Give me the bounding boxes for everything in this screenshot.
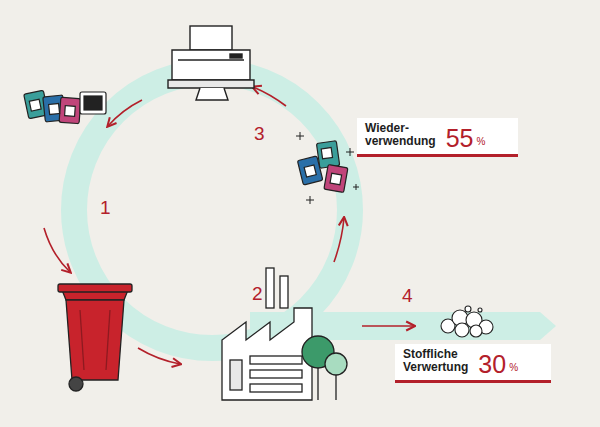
result-box: Wieder- verwendung 55% xyxy=(357,118,518,157)
sparkles xyxy=(296,132,359,204)
factory-icon xyxy=(335,375,336,400)
waste-bin xyxy=(69,377,83,391)
factory-icon xyxy=(325,353,347,375)
material-pile xyxy=(465,306,471,312)
material-pile xyxy=(455,323,469,337)
result-label: Stoffliche Verwertung xyxy=(403,348,468,377)
factory-icon xyxy=(250,384,302,392)
flow-arrows xyxy=(44,228,70,272)
percent-sign: % xyxy=(477,136,486,151)
factory-icon xyxy=(230,360,242,390)
flow-arrows xyxy=(138,348,180,364)
flow-arrows xyxy=(108,100,142,126)
percent-value: 55 xyxy=(446,125,474,151)
cartridges-right xyxy=(304,165,316,177)
waste-bin xyxy=(66,300,124,380)
callout-number: 1 xyxy=(100,198,111,218)
result-box: Stoffliche Verwertung 30% xyxy=(395,344,551,383)
cartridges-right xyxy=(330,173,342,185)
material-pile xyxy=(441,306,493,337)
material-pile xyxy=(470,325,482,337)
flow-arrows xyxy=(362,325,414,327)
printer-icon xyxy=(178,59,244,60)
flow-arrows xyxy=(253,87,286,106)
cartridges-right xyxy=(297,141,348,193)
result-label: Wieder- verwendung xyxy=(365,122,436,151)
printer-icon xyxy=(172,50,250,80)
callout-number: 3 xyxy=(254,124,265,144)
factory-icon xyxy=(222,308,312,400)
waste-bin xyxy=(80,310,84,370)
factory-icon xyxy=(280,276,288,308)
factory-icon xyxy=(250,356,302,364)
sparkles xyxy=(306,196,314,204)
printer-icon xyxy=(168,26,254,100)
sparkles xyxy=(346,148,354,156)
cartridges-right xyxy=(316,141,339,169)
percent-sign: % xyxy=(509,362,518,377)
sparkles xyxy=(353,184,359,190)
cartridges-left xyxy=(65,106,76,117)
printer-icon xyxy=(168,80,254,88)
cartridges-right xyxy=(324,164,348,192)
material-pile xyxy=(478,308,482,312)
flow-arrows xyxy=(334,218,344,262)
cartridges-left xyxy=(84,96,102,110)
waste-bin xyxy=(58,284,132,391)
waste-bin xyxy=(106,310,110,370)
cartridges-right xyxy=(297,156,322,185)
cartridges-left xyxy=(59,97,81,123)
cartridges-left xyxy=(80,92,106,114)
factory-icon xyxy=(250,370,302,378)
sparkles xyxy=(296,132,304,140)
percent-value: 30 xyxy=(478,351,506,377)
cartridges-left xyxy=(29,99,41,111)
cartridges-left xyxy=(24,90,106,123)
printer-icon xyxy=(196,88,228,100)
factory-icon xyxy=(266,268,274,308)
factory-icon xyxy=(317,368,318,400)
waste-bin xyxy=(58,284,132,292)
printer-icon xyxy=(230,54,242,58)
cartridges-right xyxy=(321,148,332,159)
callout-number: 2 xyxy=(252,284,263,304)
factory-icon xyxy=(222,268,347,400)
printer-icon xyxy=(190,26,232,50)
callout-number: 4 xyxy=(402,286,413,306)
cartridges-left xyxy=(49,103,60,114)
